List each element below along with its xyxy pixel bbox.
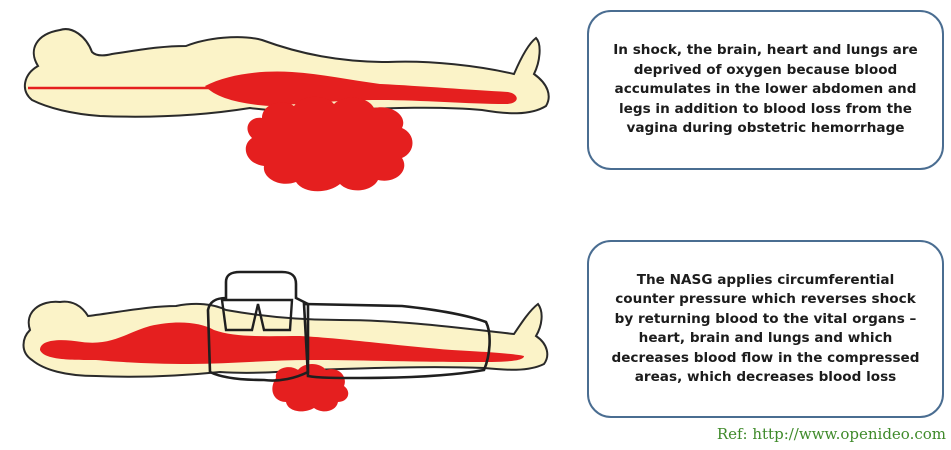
nasg-hemorrhage-blob <box>272 364 348 411</box>
shock-explanation-box: In shock, the brain, heart and lungs are… <box>587 10 944 170</box>
shock-explanation-text: In shock, the brain, heart and lungs are… <box>613 41 918 139</box>
figures-illustration <box>0 0 580 450</box>
shock-hemorrhage-blob <box>246 97 413 192</box>
reference-citation: Ref: http://www.openideo.com <box>600 424 946 444</box>
nasg-explanation-text: The NASG applies circumferential counter… <box>611 271 919 388</box>
shock-figure <box>25 29 549 191</box>
nasg-explanation-box: The NASG applies circumferential counter… <box>587 240 944 418</box>
nasg-figure <box>24 272 548 411</box>
